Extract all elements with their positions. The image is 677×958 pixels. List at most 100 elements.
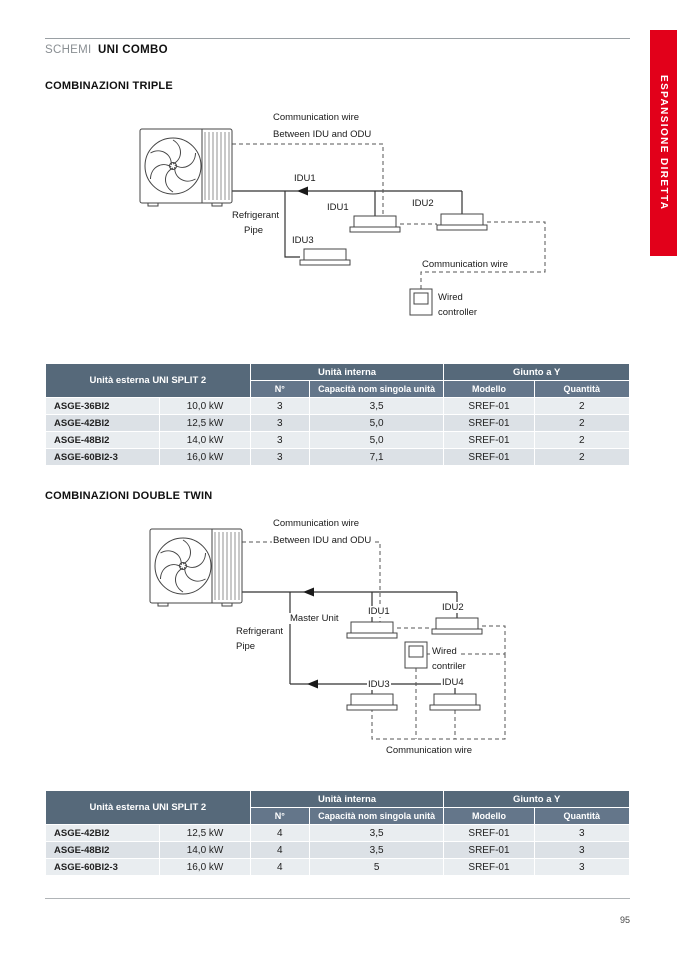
label-refrigerant: Refrigerant [231, 210, 280, 221]
table-cell: SREF-01 [444, 842, 534, 858]
label-idu3: IDU3 [291, 235, 315, 246]
table-cell: 5,0 [309, 415, 444, 431]
label-pipe: Pipe [235, 641, 257, 652]
table-cell: 16,0 kW [160, 449, 250, 465]
col-header-capacity: Capacità nom singola unità [309, 381, 444, 397]
section-side-tab: ESPANSIONE DIRETTA [650, 30, 677, 256]
table-cell: 4 [250, 842, 309, 858]
label-refrigerant: Refrigerant [235, 626, 284, 637]
col-header-number: N° [250, 808, 309, 824]
label-controller: controller [437, 307, 479, 318]
table-cell: ASGE-48BI2 [46, 842, 160, 858]
label-communication-wire: Communication wire [272, 518, 361, 529]
pipe-arrow-top-icon [303, 587, 314, 597]
indoor-unit-2-icon [431, 617, 483, 635]
section-side-tab-label: ESPANSIONE DIRETTA [658, 75, 669, 211]
table-cell: 3,5 [309, 842, 444, 858]
wired-controller-icon [404, 641, 428, 669]
table-cell: 3 [250, 449, 309, 465]
table-cell: 3 [534, 859, 629, 875]
table-cell: 4 [250, 859, 309, 875]
col-header-model: Modello [444, 808, 534, 824]
table-cell: SREF-01 [444, 432, 534, 448]
label-between-idu-odu: Between IDU and ODU [272, 129, 373, 140]
label-communication-wire-bottom: Communication wire [385, 745, 474, 756]
table-cell: 7,1 [309, 449, 444, 465]
label-pipe: Pipe [243, 225, 265, 236]
table-cell: SREF-01 [444, 415, 534, 431]
col-header-y-joint: Giunto a Y [444, 364, 629, 380]
indoor-unit-1-icon [346, 621, 398, 639]
col-header-capacity: Capacità nom singola unità [309, 808, 444, 824]
indoor-unit-2-icon [436, 213, 488, 231]
table-cell: 14,0 kW [160, 842, 250, 858]
table-cell: SREF-01 [444, 449, 534, 465]
page-number: 95 [619, 915, 630, 925]
diagram-triple-drawing [139, 128, 546, 316]
page-title: UNI COMBO [98, 44, 168, 56]
col-header-outdoor-unit: Unità esterna UNI SPLIT 2 [46, 364, 250, 397]
table-cell: ASGE-42BI2 [46, 825, 160, 841]
page-content: SCHEMI UNI COMBO COMBINAZIONI TRIPLE [45, 0, 630, 925]
table-cell: 2 [534, 398, 629, 414]
table-cell: 16,0 kW [160, 859, 250, 875]
table-cell: 12,5 kW [160, 415, 250, 431]
table-cell: SREF-01 [444, 825, 534, 841]
pipe-arrow-bottom-icon [307, 679, 318, 689]
label-wired: Wired [437, 292, 464, 303]
indoor-unit-3-icon [346, 693, 398, 711]
header-kicker: SCHEMI [45, 44, 92, 56]
table-cell: 3 [534, 825, 629, 841]
label-communication-wire: Communication wire [272, 112, 361, 123]
section-heading-double-twin: COMBINAZIONI DOUBLE TWIN [45, 490, 213, 502]
table-cell: 3 [250, 432, 309, 448]
section-heading-triple: COMBINAZIONI TRIPLE [45, 80, 173, 92]
footer-rule [45, 898, 630, 899]
table-cell: SREF-01 [444, 859, 534, 875]
spec-table-triple: Unità esterna UNI SPLIT 2 Unità interna … [45, 363, 630, 466]
outdoor-unit-icon [139, 128, 233, 207]
col-header-model: Modello [444, 381, 534, 397]
indoor-unit-3-icon [299, 248, 351, 266]
table-cell: ASGE-48BI2 [46, 432, 160, 448]
col-header-indoor-unit: Unità interna [250, 364, 444, 380]
label-idu1: IDU1 [326, 202, 350, 213]
table-cell: 3 [250, 398, 309, 414]
table-cell: 2 [534, 432, 629, 448]
page-header: SCHEMI UNI COMBO [45, 44, 630, 56]
table-cell: 3 [534, 842, 629, 858]
col-header-number: N° [250, 381, 309, 397]
table-cell: 5 [309, 859, 444, 875]
label-idu1-pipe: IDU1 [293, 173, 317, 184]
col-header-quantity: Quantità [534, 808, 629, 824]
label-idu1: IDU1 [367, 606, 391, 617]
col-header-quantity: Quantità [534, 381, 629, 397]
label-between-idu-odu: Between IDU and ODU [272, 535, 373, 546]
indoor-unit-1-icon [349, 215, 401, 233]
table-cell: 10,0 kW [160, 398, 250, 414]
diagram-double-twin: Communication wire Between IDU and ODU R… [45, 514, 630, 776]
col-header-y-joint: Giunto a Y [444, 791, 629, 807]
table-cell: 4 [250, 825, 309, 841]
label-idu2: IDU2 [411, 198, 435, 209]
header-rule [45, 38, 630, 39]
pipe-arrow-icon [297, 186, 308, 196]
indoor-unit-4-icon [429, 693, 481, 711]
diagram-triple: Communication wire Between IDU and ODU I… [45, 104, 630, 349]
outdoor-unit-icon [149, 528, 243, 607]
table-cell: ASGE-42BI2 [46, 415, 160, 431]
table-cell: 3 [250, 415, 309, 431]
table-cell: 2 [534, 449, 629, 465]
table-cell: 5,0 [309, 432, 444, 448]
label-wired: Wired [431, 646, 458, 657]
col-header-outdoor-unit: Unità esterna UNI SPLIT 2 [46, 791, 250, 824]
table-cell: 3,5 [309, 825, 444, 841]
